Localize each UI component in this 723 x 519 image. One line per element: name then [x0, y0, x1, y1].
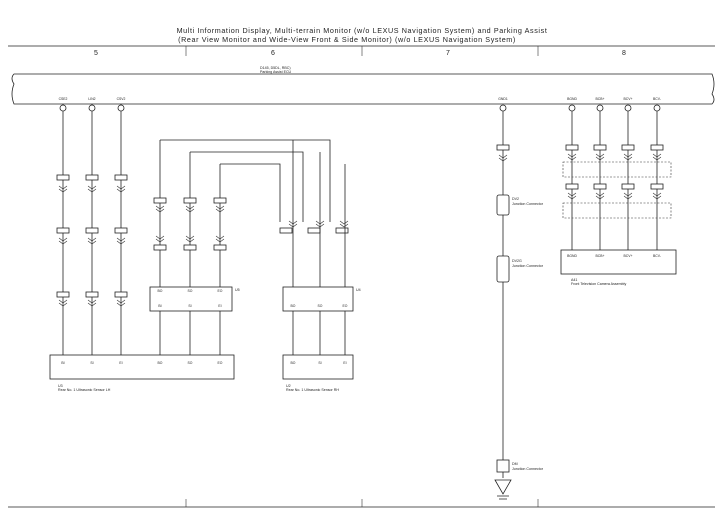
ecu-label-name: Parking Assist ECU — [260, 70, 292, 74]
svg-text:SO: SO — [188, 361, 193, 365]
svg-text:GND1: GND1 — [498, 97, 508, 101]
ground-connector-box — [496, 459, 510, 473]
sensor-rh-box — [282, 354, 354, 380]
inline-connectors-col5 — [56, 174, 128, 307]
sensor-rh-name: Rear No. 1 Ultrasonic Sensor RH — [286, 388, 339, 392]
svg-text:BO: BO — [291, 361, 296, 365]
svg-text:LIN2: LIN2 — [88, 97, 95, 101]
svg-text:BGND: BGND — [567, 254, 577, 258]
svg-text:BI: BI — [158, 304, 161, 308]
camera-code: A41 — [571, 278, 577, 282]
svg-text:BCB+: BCB+ — [596, 97, 605, 101]
svg-text:SI: SI — [90, 361, 93, 365]
ecu-pin-labels: CSE2 LIN2 CSV2 GND1 BGND BCB+ BCV+ BCV- — [59, 97, 661, 101]
camera-name: Front Television Camera Assembly — [571, 282, 626, 286]
gnd-inline-connector — [496, 144, 510, 151]
svg-text:BO: BO — [291, 304, 296, 308]
svg-text:EO: EO — [218, 289, 223, 293]
svg-text:EO: EO — [218, 361, 223, 365]
svg-text:EI: EI — [119, 361, 122, 365]
ecu-body — [11, 73, 715, 105]
ground-name: Junction Connector — [512, 467, 544, 471]
column-label-6: 6 — [271, 50, 275, 57]
ecu-pin-circles — [59, 104, 661, 112]
ecu-label-code: D145, D5DL, RBC) — [260, 66, 291, 70]
shield-dashed-boxes — [562, 161, 672, 219]
column-label-7: 7 — [446, 50, 450, 57]
svg-text:EI: EI — [218, 304, 221, 308]
sensor-no2-rh-box — [282, 286, 354, 312]
column-label-8: 8 — [622, 50, 626, 57]
svg-text:BGND: BGND — [567, 97, 577, 101]
diagram-title-line2: (Rear View Monitor and Wide-View Front &… — [178, 35, 516, 44]
svg-text:BCB+: BCB+ — [596, 254, 605, 258]
sensor-no2-lh-pins: BO SO EO BI SI EI — [158, 289, 223, 308]
svg-text:BO: BO — [158, 289, 163, 293]
column-dividers — [185, 46, 539, 507]
svg-text:CSV2: CSV2 — [117, 97, 126, 101]
svg-text:EO: EO — [343, 304, 348, 308]
svg-text:BO: BO — [158, 361, 163, 365]
svg-text:BCV+: BCV+ — [624, 97, 633, 101]
junction1-code: DV2 — [512, 197, 519, 201]
sensor-no2-rh-code: U4 — [356, 288, 361, 292]
svg-text:SO: SO — [188, 289, 193, 293]
camera-pins: BGND BCB+ BCV+ BCV- — [567, 254, 661, 258]
camera-wires — [571, 111, 658, 250]
sensor-lh-code: U3 — [58, 384, 63, 388]
svg-text:BCV+: BCV+ — [624, 254, 633, 258]
inline-connectors-col8 — [565, 144, 664, 200]
camera-box — [560, 249, 677, 275]
svg-text:BCV-: BCV- — [653, 97, 661, 101]
ground-code: DM — [512, 462, 518, 466]
junction1-name: Junction Connector — [512, 202, 544, 206]
sensor-no2-lh-box — [149, 286, 233, 312]
sensor-lh-pins: BI SI EI BO SO EO — [61, 361, 222, 365]
gnd-inline-arrows — [498, 154, 508, 162]
junction2-code: DV2G — [512, 259, 522, 263]
wires-rh-group — [292, 140, 346, 355]
svg-text:SI: SI — [188, 304, 191, 308]
junction2-name: Junction Connector — [512, 264, 544, 268]
junction2-box — [496, 255, 510, 283]
sensor-rh-pins: BO SI EI — [291, 361, 347, 365]
svg-text:SI: SI — [318, 361, 321, 365]
svg-text:SO: SO — [318, 304, 323, 308]
sensor-lh-name: Rear No. 1 Ultrasonic Sensor LH — [58, 388, 111, 392]
svg-text:EI: EI — [343, 361, 346, 365]
sensor-no2-rh-pins: BO SO EO — [291, 304, 348, 308]
ground-symbol — [494, 479, 512, 500]
inline-connectors-col6 — [153, 197, 349, 251]
svg-text:BCV-: BCV- — [653, 254, 661, 258]
diagram-title-line1: Multi Information Display, Multi-terrain… — [177, 26, 548, 35]
junction1-box — [496, 194, 510, 216]
sensor-no2-lh-code: U5 — [235, 288, 240, 292]
column-label-5: 5 — [94, 50, 98, 57]
wires-lh-sensor-links — [159, 139, 331, 355]
svg-text:CSE2: CSE2 — [59, 97, 68, 101]
sensor-rh-code: U2 — [286, 384, 291, 388]
svg-text:BI: BI — [61, 361, 64, 365]
sensor-lh-box — [49, 354, 235, 380]
